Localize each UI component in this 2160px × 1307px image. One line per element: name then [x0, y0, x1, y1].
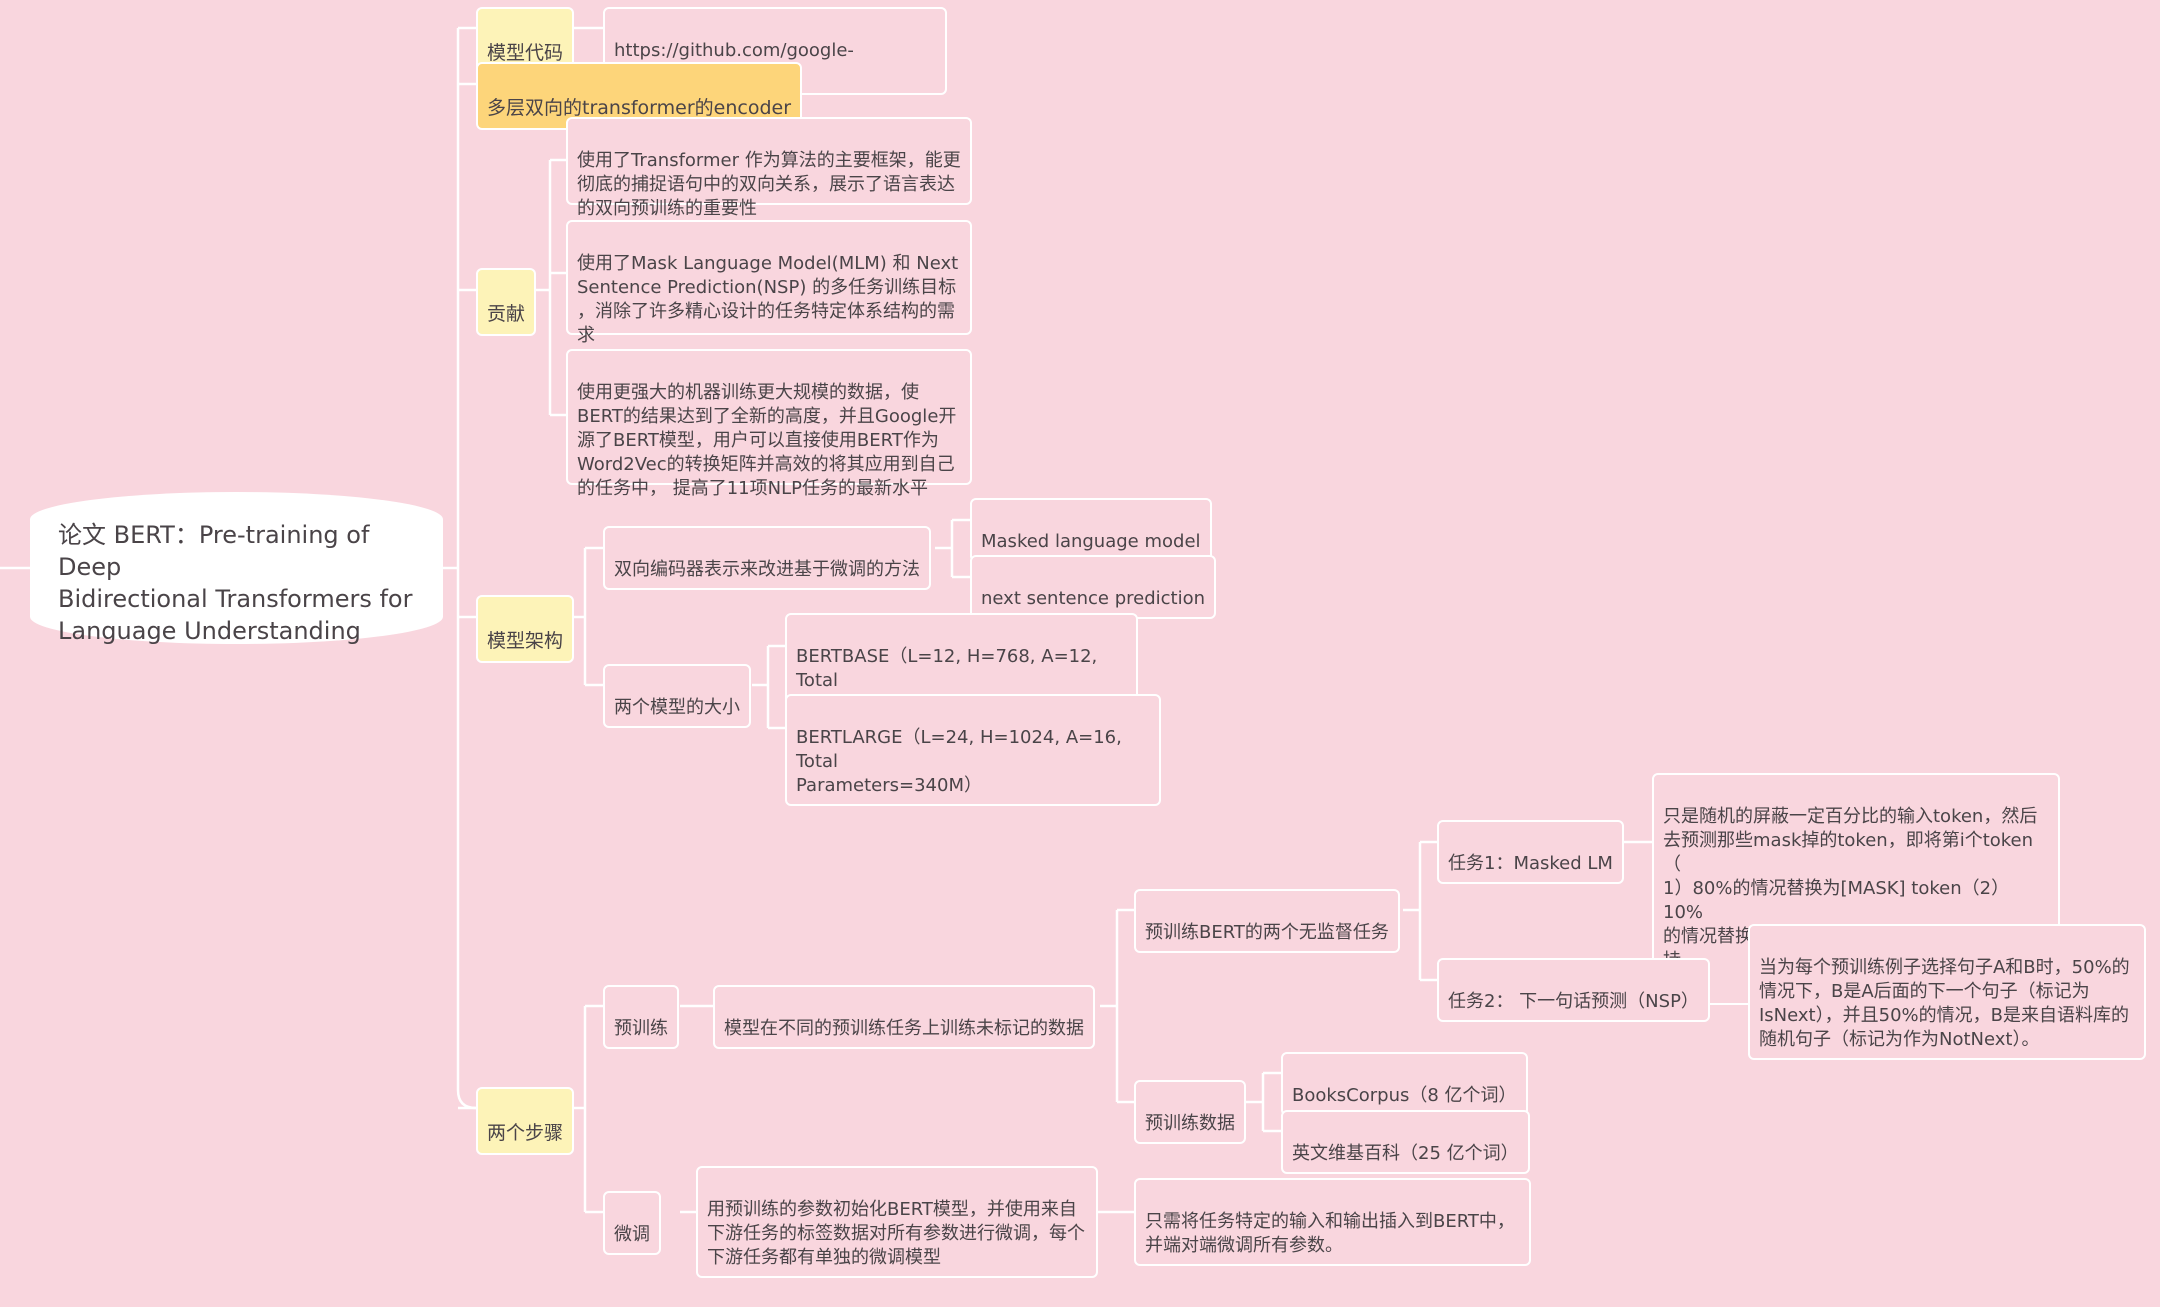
- topic-steps-label: 两个步骤: [487, 1122, 564, 1144]
- pretrain-data-item-text: 英文维基百科（25 亿个词）: [1292, 1143, 1519, 1164]
- topic-contribution-label: 贡献: [487, 303, 526, 325]
- pretrain-data-label: 预训练数据: [1145, 1113, 1235, 1134]
- task2-label: 任务2： 下一句话预测（NSP）: [1448, 991, 1699, 1012]
- contribution-item[interactable]: 使用更强大的机器训练更大规模的数据，使 BERT的结果达到了全新的高度，并且Go…: [566, 349, 972, 499]
- architecture-sizes[interactable]: 两个模型的大小: [603, 664, 751, 728]
- contribution-item[interactable]: 使用了Mask Language Model(MLM) 和 Next Sente…: [566, 220, 972, 346]
- topic-contribution[interactable]: 贡献: [476, 268, 537, 336]
- architecture-bidirectional-label: 双向编码器表示来改进基于微调的方法: [614, 559, 920, 580]
- pretrain-data-item[interactable]: 英文维基百科（25 亿个词）: [1281, 1110, 1530, 1174]
- pretrain-desc-text: 模型在不同的预训练任务上训练未标记的数据: [724, 1018, 1084, 1039]
- architecture-bidirectional[interactable]: 双向编码器表示来改进基于微调的方法: [603, 526, 931, 590]
- pretrain-tasks[interactable]: 预训练BERT的两个无监督任务: [1134, 889, 1400, 953]
- pretrain-data[interactable]: 预训练数据: [1134, 1080, 1246, 1144]
- root-title: 论文 BERT：Pre-training of Deep Bidirection…: [58, 521, 413, 645]
- step-finetune-label: 微调: [614, 1224, 650, 1245]
- bidirectional-child-text: Masked language model: [981, 531, 1201, 552]
- finetune-detail[interactable]: 只需将任务特定的输入和输出插入到BERT中， 并端对端微调所有参数。: [1134, 1178, 1531, 1266]
- task1-label: 任务1：Masked LM: [1448, 853, 1613, 874]
- topic-architecture-label: 模型架构: [487, 630, 564, 652]
- task1[interactable]: 任务1：Masked LM: [1437, 820, 1624, 884]
- architecture-sizes-label: 两个模型的大小: [614, 697, 740, 718]
- model-size-large[interactable]: BERTLARGE（L=24, H=1024, A=16, Total Para…: [785, 694, 1161, 806]
- bidirectional-child-text: next sentence prediction: [981, 588, 1205, 609]
- task2-detail-text: 当为每个预训练例子选择句子A和B时，50%的 情况下，B是A后面的下一个句子（标…: [1759, 957, 2130, 1050]
- step-pretrain[interactable]: 预训练: [603, 985, 679, 1049]
- contribution-item-text: 使用了Mask Language Model(MLM) 和 Next Sente…: [577, 253, 959, 346]
- pretrain-tasks-label: 预训练BERT的两个无监督任务: [1145, 922, 1389, 943]
- step-finetune[interactable]: 微调: [603, 1191, 661, 1255]
- task2[interactable]: 任务2： 下一句话预测（NSP）: [1437, 958, 1710, 1022]
- contribution-item[interactable]: 使用了Transformer 作为算法的主要框架，能更 彻底的捕捉语句中的双向关…: [566, 117, 972, 219]
- root-topic[interactable]: 论文 BERT：Pre-training of Deep Bidirection…: [30, 492, 443, 645]
- pretrain-data-item-text: BooksCorpus（8 亿个词）: [1292, 1085, 1517, 1106]
- model-size-large-text: BERTLARGE（L=24, H=1024, A=16, Total Para…: [796, 727, 1122, 796]
- topic-steps[interactable]: 两个步骤: [476, 1087, 575, 1155]
- contribution-item-text: 使用了Transformer 作为算法的主要框架，能更 彻底的捕捉语句中的双向关…: [577, 150, 961, 219]
- finetune-desc[interactable]: 用预训练的参数初始化BERT模型，并使用来自 下游任务的标签数据对所有参数进行微…: [696, 1166, 1098, 1278]
- topic-model-code-label: 模型代码: [487, 42, 564, 64]
- pretrain-desc[interactable]: 模型在不同的预训练任务上训练未标记的数据: [713, 985, 1095, 1049]
- topic-architecture[interactable]: 模型架构: [476, 595, 575, 663]
- finetune-detail-text: 只需将任务特定的输入和输出插入到BERT中， 并端对端微调所有参数。: [1145, 1211, 1515, 1256]
- bidirectional-child[interactable]: Masked language model: [970, 498, 1212, 562]
- step-pretrain-label: 预训练: [614, 1018, 668, 1039]
- topic-encoder-label: 多层双向的transformer的encoder: [487, 97, 792, 119]
- finetune-desc-text: 用预训练的参数初始化BERT模型，并使用来自 下游任务的标签数据对所有参数进行微…: [707, 1199, 1085, 1268]
- contribution-item-text: 使用更强大的机器训练更大规模的数据，使 BERT的结果达到了全新的高度，并且Go…: [577, 382, 957, 499]
- bidirectional-child[interactable]: next sentence prediction: [970, 555, 1216, 619]
- pretrain-data-item[interactable]: BooksCorpus（8 亿个词）: [1281, 1052, 1528, 1116]
- task2-detail[interactable]: 当为每个预训练例子选择句子A和B时，50%的 情况下，B是A后面的下一个句子（标…: [1748, 924, 2146, 1060]
